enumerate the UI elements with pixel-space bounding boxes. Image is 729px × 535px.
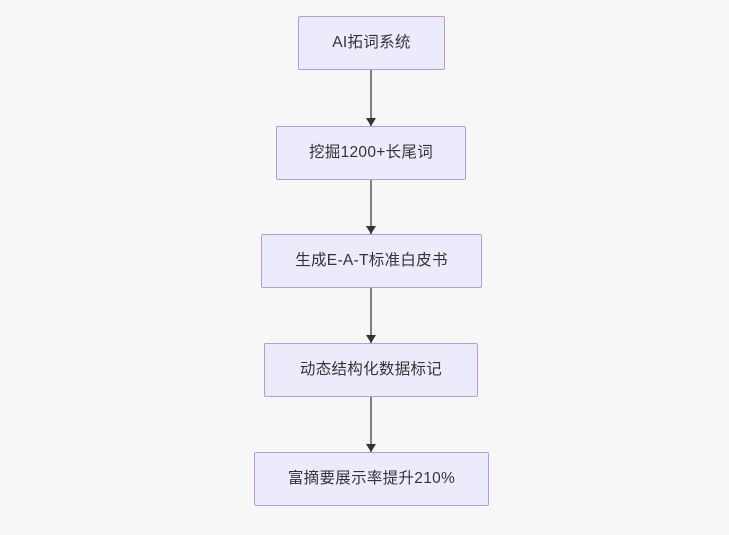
edge-line <box>369 70 373 126</box>
flow-node-ai-keyword-system[interactable]: AI拓词系统 <box>298 16 445 70</box>
arrow-down-icon <box>365 444 376 452</box>
flow-node-mine-longtail-keywords[interactable]: 挖掘1200+长尾词 <box>276 126 466 180</box>
flow-edge-2 <box>351 180 391 234</box>
flow-edge-4 <box>351 397 391 452</box>
arrow-down-icon <box>365 226 376 234</box>
flow-node-rich-snippet-result[interactable]: 富摘要展示率提升210% <box>254 452 489 506</box>
arrow-down-icon <box>365 118 376 126</box>
flow-node-dynamic-structured-data[interactable]: 动态结构化数据标记 <box>264 343 478 397</box>
flow-node-label: AI拓词系统 <box>332 34 411 52</box>
flow-node-label: 动态结构化数据标记 <box>299 361 443 379</box>
flow-edge-3 <box>351 288 391 343</box>
flow-node-label: 富摘要展示率提升210% <box>287 470 456 488</box>
flow-edge-1 <box>351 70 391 126</box>
arrow-down-icon <box>365 335 376 343</box>
edge-line <box>369 180 373 234</box>
flow-node-label: 挖掘1200+长尾词 <box>308 144 434 162</box>
edge-line <box>369 397 373 452</box>
flow-node-generate-eat-whitepaper[interactable]: 生成E-A-T标准白皮书 <box>261 234 482 288</box>
flow-node-label: 生成E-A-T标准白皮书 <box>295 252 448 270</box>
edge-line <box>369 288 373 343</box>
